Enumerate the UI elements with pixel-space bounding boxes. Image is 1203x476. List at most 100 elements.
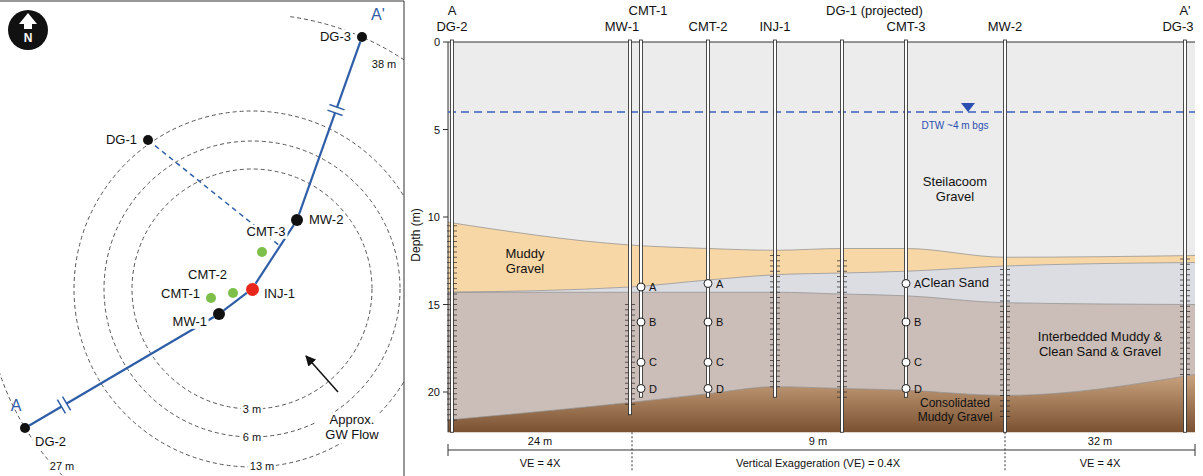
screen-tick xyxy=(777,287,781,288)
screen-tick xyxy=(837,392,841,393)
screen-tick xyxy=(1007,327,1011,328)
screen-tick xyxy=(1187,353,1191,354)
screen-tick xyxy=(454,320,458,321)
screen-tick xyxy=(625,399,629,400)
screen-tick xyxy=(837,397,841,398)
screen-tick xyxy=(844,392,848,393)
well-marker: MW-1 xyxy=(213,308,225,320)
screen-tick xyxy=(625,341,629,342)
text-label: MW-1 xyxy=(605,20,639,35)
text-label: A xyxy=(914,277,921,290)
screen-tick xyxy=(1187,374,1191,375)
screen-tick xyxy=(447,404,451,405)
text-label: D xyxy=(914,382,922,395)
screen-tick xyxy=(447,288,451,289)
ground-surface xyxy=(448,42,1195,43)
screen-tick xyxy=(770,260,774,261)
text-label: 10 xyxy=(428,211,440,224)
text-label: VE = 4X xyxy=(1078,457,1123,470)
screen-tick xyxy=(1187,332,1191,333)
screen-tick xyxy=(837,334,841,335)
sampling-port xyxy=(902,280,910,288)
screen-tick xyxy=(454,236,458,237)
screen-tick xyxy=(632,393,636,394)
screen-tick xyxy=(844,323,848,324)
break-symbol xyxy=(57,396,71,415)
screen-tick xyxy=(770,376,774,377)
screen-tick xyxy=(1007,411,1011,412)
screen-tick xyxy=(777,255,781,256)
screen-tick xyxy=(770,360,774,361)
screen-tick xyxy=(837,381,841,382)
screen-tick xyxy=(1000,343,1004,344)
screen-tick xyxy=(837,350,841,351)
screen-tick xyxy=(447,283,451,284)
text-label: C xyxy=(649,356,657,369)
text-label: CMT-1 xyxy=(629,4,668,19)
radius-ring xyxy=(74,111,404,467)
text-label: A xyxy=(649,281,656,294)
text-label: MW-2 xyxy=(988,20,1022,35)
screen-tick xyxy=(837,365,841,366)
screen-tick xyxy=(454,225,458,226)
screen-tick xyxy=(844,334,848,335)
screen-tick xyxy=(837,292,841,293)
well-casing xyxy=(905,40,908,397)
text-label: DG-2 xyxy=(436,20,467,35)
screen-tick xyxy=(1007,295,1011,296)
screen-tick xyxy=(1007,316,1011,317)
screen-tick xyxy=(454,346,458,347)
axis-tick xyxy=(443,129,448,130)
screen-tick xyxy=(1187,364,1191,365)
radius-ring xyxy=(104,141,400,437)
screen-tick xyxy=(632,330,636,331)
screen-tick xyxy=(1007,390,1011,391)
screen-tick xyxy=(447,325,451,326)
screen-tick xyxy=(1000,385,1004,386)
screen-tick xyxy=(454,378,458,379)
screen-tick xyxy=(625,367,629,368)
screen-tick xyxy=(1007,416,1011,417)
screen-tick xyxy=(770,318,774,319)
screen-tick xyxy=(454,315,458,316)
screen-tick xyxy=(625,378,629,379)
screen-tick xyxy=(447,320,451,321)
screen-tick xyxy=(632,367,636,368)
screen-tick xyxy=(837,344,841,345)
screen-tick xyxy=(1000,295,1004,296)
screen-tick xyxy=(1000,285,1004,286)
break-stroke xyxy=(327,110,342,115)
screen-tick xyxy=(447,315,451,316)
screen-tick xyxy=(837,260,841,261)
unit-boundary xyxy=(448,263,1195,293)
screen-tick xyxy=(1007,400,1011,401)
screen-tick xyxy=(447,273,451,274)
well-label: CMT-2 xyxy=(186,268,229,282)
flow-arrow xyxy=(306,356,338,392)
screen-tick xyxy=(632,346,636,347)
screen-tick xyxy=(1187,306,1191,307)
screen-tick xyxy=(1000,400,1004,401)
dimension-tick xyxy=(448,444,449,456)
sampling-port xyxy=(637,283,645,291)
screen-tick xyxy=(447,420,451,421)
break-stroke xyxy=(63,397,71,411)
screen-tick xyxy=(770,355,774,356)
screen-tick xyxy=(1187,358,1191,359)
screen-tick xyxy=(1000,416,1004,417)
screen-tick xyxy=(1187,322,1191,323)
screen-tick xyxy=(1007,379,1011,380)
screen-tick xyxy=(777,344,781,345)
text-label: D xyxy=(649,382,657,395)
text-label: B xyxy=(649,316,656,329)
well-label: MW-1 xyxy=(171,315,209,329)
screen-tick xyxy=(777,339,781,340)
text-label: CMT-3 xyxy=(887,20,926,35)
text-label: A xyxy=(11,397,22,415)
north-symbol xyxy=(8,10,48,50)
screen-tick xyxy=(454,409,458,410)
unit-boundary xyxy=(448,222,1195,257)
screen-tick xyxy=(454,304,458,305)
screen-tick xyxy=(625,346,629,347)
screen-tick xyxy=(1180,311,1184,312)
